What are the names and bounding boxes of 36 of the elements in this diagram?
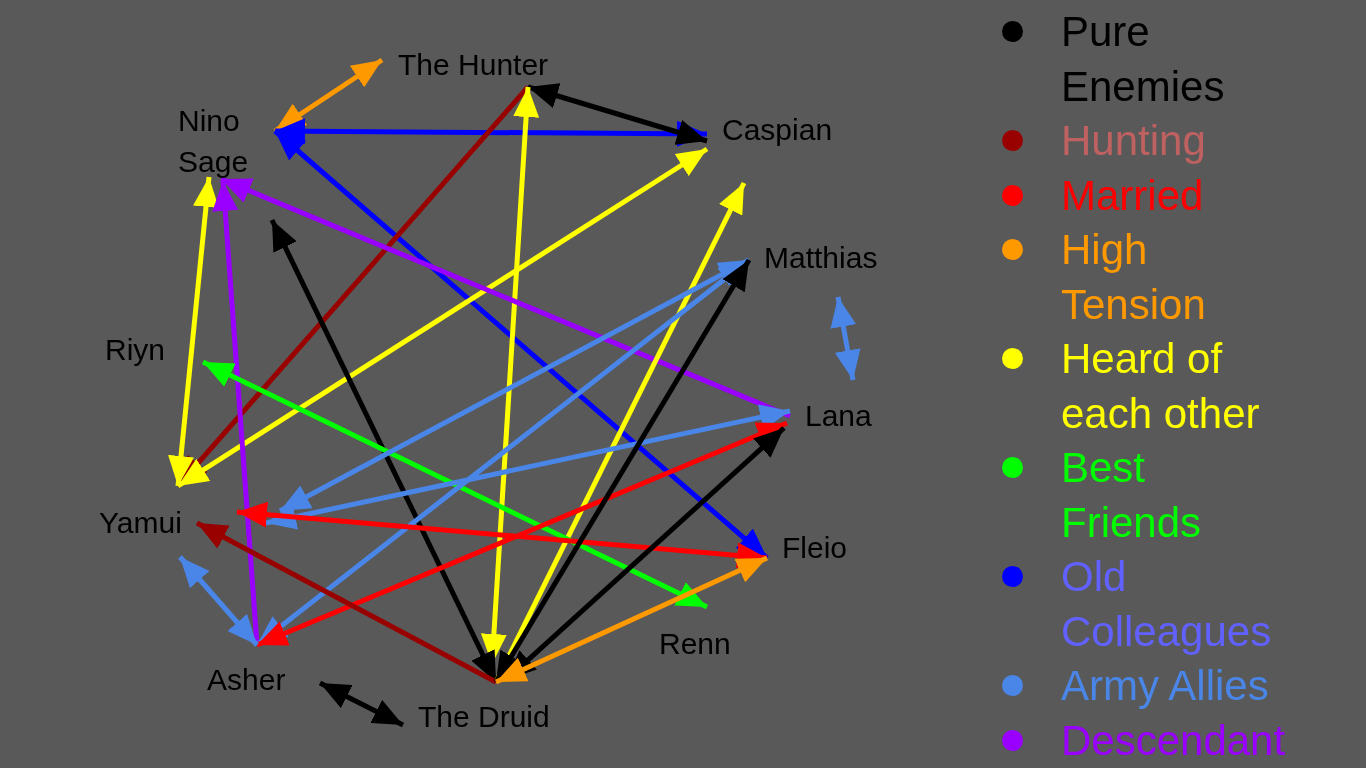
- arrow: [220, 176, 791, 419]
- arrow: [168, 176, 219, 487]
- arrow: [493, 258, 752, 684]
- name-label: Lana: [805, 398, 872, 434]
- arrow: [176, 146, 709, 489]
- name-label: Nino Sage: [178, 100, 268, 182]
- arrow: [178, 555, 259, 647]
- arrow: [527, 83, 708, 145]
- arrow: [275, 118, 707, 147]
- legend-text: High Tension: [1061, 225, 1207, 330]
- legend-text: Descendant: [1061, 715, 1287, 766]
- name-label: The Druid: [418, 699, 550, 735]
- arrow: [830, 296, 861, 381]
- name-label: The Hunter: [398, 47, 549, 83]
- name-label: Caspian: [722, 112, 833, 148]
- legend-text: Pure Enemies: [1061, 7, 1226, 112]
- legend-text: Heard of each other: [1061, 334, 1261, 439]
- arrow: [201, 359, 709, 610]
- arrow: [494, 555, 769, 685]
- legend-text: Married: [1061, 170, 1205, 221]
- arrow: [195, 520, 498, 685]
- legend-text: Old Colleagues: [1061, 552, 1273, 657]
- arrow: [318, 680, 405, 728]
- name-label: Yamui: [99, 505, 182, 541]
- name-label: Asher: [207, 662, 286, 698]
- arrow: [265, 404, 791, 530]
- arrow: [256, 420, 788, 648]
- name-label: Fleio: [782, 530, 848, 566]
- name-label: Riyn: [105, 332, 165, 368]
- name-label: Renn: [659, 626, 731, 662]
- legend-text: Army Allies: [1061, 661, 1270, 711]
- legend-text: Hunting: [1061, 116, 1207, 166]
- legend-text: Best Friends: [1061, 443, 1203, 548]
- arrow: [236, 501, 768, 569]
- name-label: Matthias: [764, 240, 878, 276]
- arrow: [273, 129, 769, 560]
